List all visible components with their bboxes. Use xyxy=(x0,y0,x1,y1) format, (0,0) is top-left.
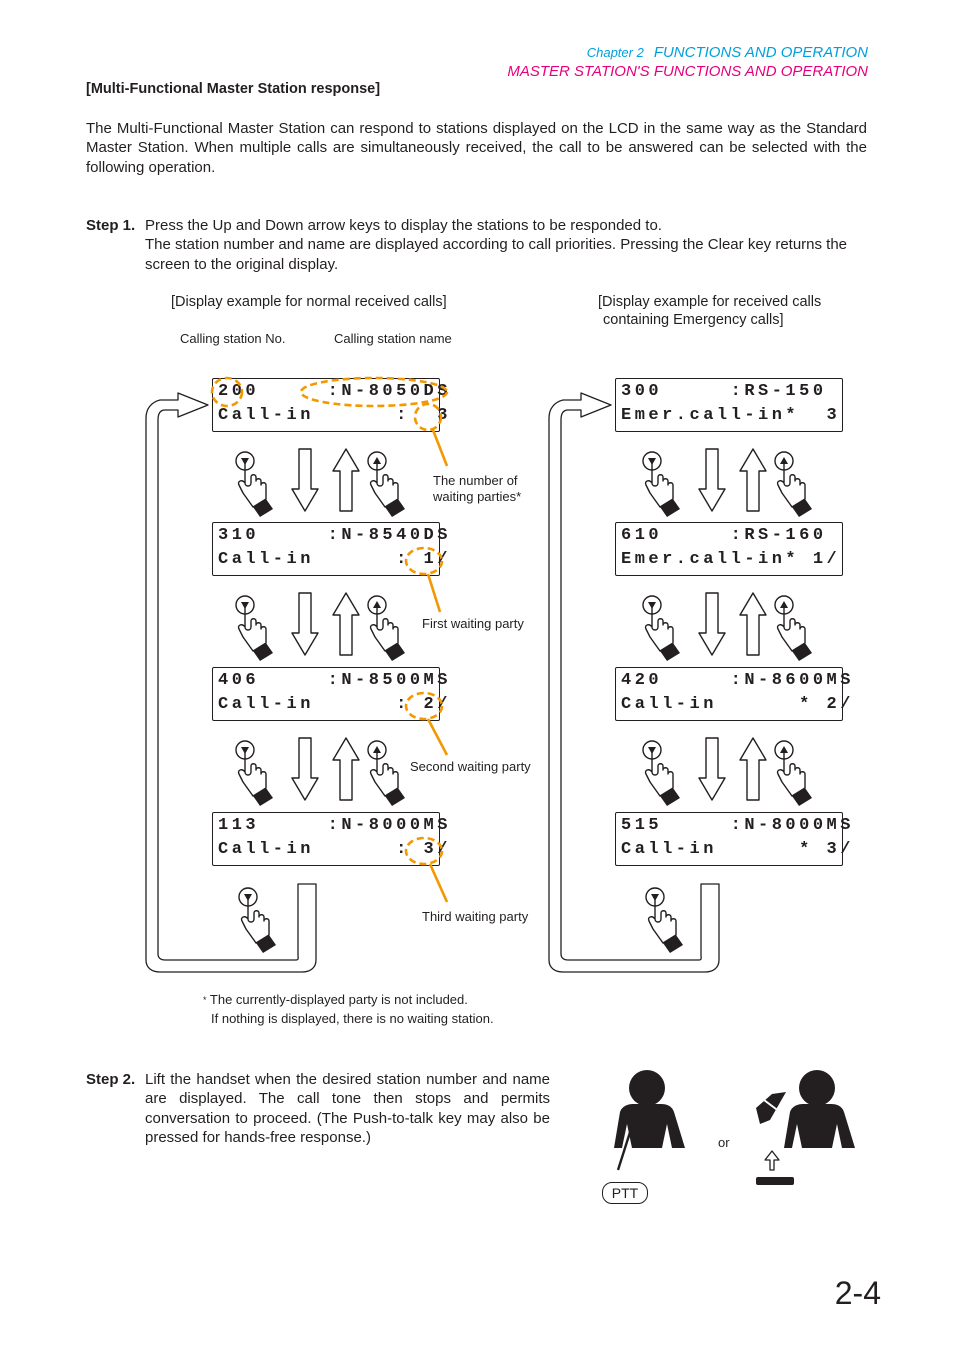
label-station-name: Calling station name xyxy=(334,331,452,346)
or-label: or xyxy=(718,1135,730,1150)
lcd-line1: 420 :N-8600MS xyxy=(621,671,854,690)
step1: Step 1. Press the Up and Down arrow keys… xyxy=(86,216,867,273)
footnote-line1: The currently-displayed party is not inc… xyxy=(209,992,468,1007)
lcd-line1: 200 :N-8050DS xyxy=(218,382,451,401)
step1-label: Step 1. xyxy=(86,217,136,234)
label-first-waiting: First waiting party xyxy=(422,616,524,631)
lcd-line2: Emer.call-in* 3 xyxy=(621,406,841,425)
step2-body: Lift the handset when the desired statio… xyxy=(145,1071,550,1146)
person-handset-icon xyxy=(756,1070,855,1148)
lift-arrow-icon xyxy=(764,1150,780,1171)
hook-switch-icon xyxy=(756,1177,794,1185)
down-key-icon xyxy=(643,738,812,806)
down-key-icon xyxy=(645,887,684,954)
lcd-line1: 300 :RS-150 xyxy=(621,382,827,401)
lcd-line1: 610 :RS-160 xyxy=(621,526,827,545)
step1-line1: Press the Up and Down arrow keys to disp… xyxy=(145,217,662,234)
label-waiting-2: waiting parties* xyxy=(433,489,522,504)
lcd-emergency-3: 420 :N-8600MS Call-in * 2/ xyxy=(615,667,854,721)
down-key-icon xyxy=(238,887,277,954)
step1-body: Press the Up and Down arrow keys to disp… xyxy=(145,216,867,274)
lcd-line1: 515 :N-8000MS xyxy=(621,816,854,835)
section-heading: [Multi-Functional Master Station respons… xyxy=(86,81,381,97)
return-loop-arrow xyxy=(548,392,720,973)
chapter-label: Chapter 2 xyxy=(586,45,644,60)
lcd-line1: 406 :N-8500MS xyxy=(218,671,451,690)
label-station-no: Calling station No. xyxy=(180,331,286,346)
highlight-callouts xyxy=(210,376,449,903)
footnote: * The currently-displayed party is not i… xyxy=(203,991,494,1028)
person-ptt-icon xyxy=(614,1070,685,1171)
chapter-header: Chapter 2 FUNCTIONS AND OPERATION xyxy=(587,44,868,61)
ptt-key-label: PTT xyxy=(602,1182,648,1204)
label-third-waiting: Third waiting party xyxy=(422,909,529,924)
label-waiting-1: The number of xyxy=(433,473,518,488)
chapter-title: FUNCTIONS AND OPERATION xyxy=(653,44,868,61)
emergency-caption-1: [Display example for received calls xyxy=(598,294,822,310)
section-header: MASTER STATION'S FUNCTIONS AND OPERATION xyxy=(507,63,868,80)
lcd-normal-3: 406 :N-8500MS Call-in : 2/ xyxy=(212,667,451,721)
page-number: 2-4 xyxy=(834,1275,881,1311)
down-key-icon xyxy=(236,738,405,806)
lcd-emergency-2: 610 :RS-160 Emer.call-in* 1/ xyxy=(615,522,843,576)
down-key-icon xyxy=(643,593,812,661)
footnote-line2: If nothing is displayed, there is no wai… xyxy=(211,1010,494,1026)
emergency-caption-2: containing Emergency calls] xyxy=(603,312,784,328)
lcd-line1: 113 :N-8000MS xyxy=(218,816,451,835)
lcd-normal-4: 113 :N-8000MS Call-in : 3/ xyxy=(212,812,451,866)
step1-line2: The station number and name are displaye… xyxy=(145,236,848,273)
lcd-normal-2: 310 :N-8540DS Call-in : 1/ xyxy=(212,522,451,576)
lcd-normal-1: 200 :N-8050DS Call-in : 3 xyxy=(212,378,451,432)
intro-paragraph: The Multi-Functional Master Station can … xyxy=(86,120,867,176)
down-key-icon xyxy=(236,449,405,517)
down-key-icon xyxy=(236,593,405,661)
lcd-line2: Emer.call-in* 1/ xyxy=(621,550,841,569)
label-second-waiting: Second waiting party xyxy=(410,759,531,774)
down-key-icon xyxy=(643,449,812,517)
step2: Step 2. Lift the handset when the desire… xyxy=(86,1070,550,1146)
lcd-emergency-1: 300 :RS-150 Emer.call-in* 3 xyxy=(615,378,843,432)
lcd-line1: 310 :N-8540DS xyxy=(218,526,451,545)
return-loop-arrow xyxy=(145,392,317,973)
step2-label: Step 2. xyxy=(86,1071,136,1088)
normal-caption: [Display example for normal received cal… xyxy=(171,294,447,310)
